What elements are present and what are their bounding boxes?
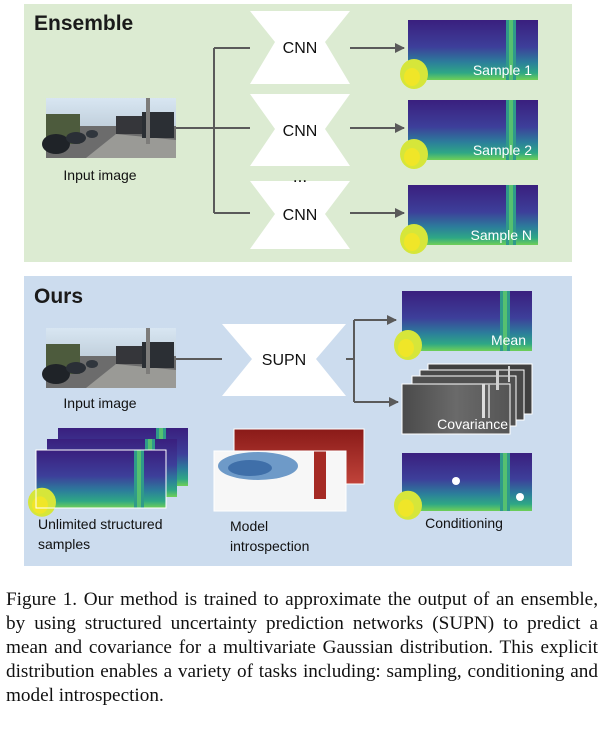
ours-input-label: Input image — [63, 395, 136, 411]
ours-input-image — [42, 328, 176, 388]
ensemble-input-label: Input image — [63, 167, 136, 183]
samples-label-line1: Unlimited structured — [38, 516, 163, 532]
ensemble-title: Ensemble — [34, 12, 133, 35]
supn-block — [222, 324, 346, 396]
introspection-label-line1: Model — [230, 518, 268, 534]
sample-map-1 — [400, 20, 538, 89]
sample-map-n — [400, 185, 538, 254]
conditioning-point-2 — [516, 493, 524, 501]
sample-map-2 — [400, 100, 538, 169]
sample-label-n: Sample N — [471, 227, 532, 243]
sample-label-2: Sample 2 — [473, 142, 532, 158]
cnn-block-3 — [250, 181, 350, 249]
samples-label-line2: samples — [38, 536, 90, 552]
supn-label: SUPN — [262, 352, 306, 369]
structured-samples-stack — [28, 428, 188, 517]
cnn-label-3: CNN — [283, 207, 318, 224]
ensemble-connectors — [176, 47, 250, 214]
mean-map — [394, 291, 532, 360]
ensemble-ellipsis: ... — [293, 167, 307, 186]
introspection-label-line2: introspection — [230, 538, 309, 554]
figure-caption: Figure 1. Our method is trained to appro… — [6, 589, 598, 706]
ensemble-output-arrows — [350, 43, 405, 218]
cnn-block-1 — [250, 11, 350, 84]
conditioning-map — [394, 453, 532, 520]
covariance-stack — [401, 363, 533, 435]
conditioning-label: Conditioning — [425, 515, 503, 531]
conditioning-point-1 — [452, 477, 460, 485]
mean-label: Mean — [491, 332, 526, 348]
ours-connectors — [176, 315, 399, 407]
ours-title: Ours — [34, 285, 83, 308]
ensemble-input-image — [42, 98, 176, 158]
introspection-maps — [213, 428, 365, 512]
ensemble-networks — [250, 11, 350, 249]
cnn-label-1: CNN — [283, 40, 318, 57]
cnn-block-2 — [250, 94, 350, 166]
covariance-label: Covariance — [437, 416, 508, 432]
sample-label-1: Sample 1 — [473, 62, 532, 78]
figure-diagram: Ensemble Input image CNN CNN ... CNN Sam… — [24, 4, 572, 566]
cnn-label-2: CNN — [283, 123, 318, 140]
